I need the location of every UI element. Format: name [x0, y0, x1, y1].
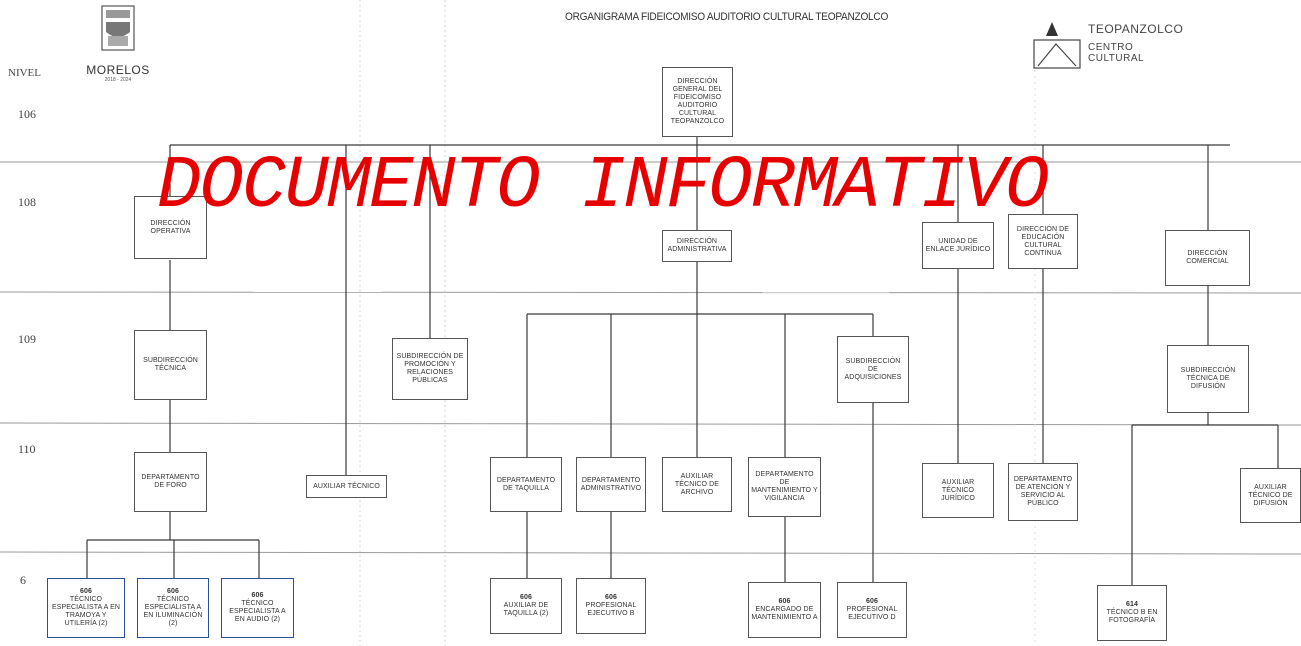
watermark-text: DOCUMENTO INFORMATIVO	[157, 145, 1050, 229]
node-subdireccion-adquisiciones: SUBDIRECCIÓN DE ADQUISICIONES	[837, 336, 909, 403]
node-direccion-operativa: DIRECCIÓN OPERATIVA	[134, 196, 207, 259]
morelos-logo: MORELOS 2018 - 2024	[84, 4, 152, 83]
nivel-header: NIVEL	[8, 67, 41, 79]
node-subdireccion-tecnica: SUBDIRECCIÓN TÉCNICA	[134, 330, 207, 400]
teopanzolco-pyramid-icon	[1033, 22, 1081, 69]
teopanzolco-subtitle: CENTRO CULTURAL	[1088, 42, 1145, 64]
morelos-years: 2018 - 2024	[104, 77, 132, 83]
node-auxiliar-tecnico: AUXILIAR TÉCNICO	[306, 475, 387, 498]
node-departamento-taquilla: DEPARTAMENTO DE TAQUILLA	[490, 457, 562, 512]
node-unidad-enlace-juridico: UNIDAD DE ENLACE JURÍDICO	[922, 222, 994, 269]
node-subdireccion-promocion: SUBDIRECCIÓN DE PROMOCIÓN Y RELACIONES P…	[392, 338, 468, 400]
morelos-name: MORELOS	[86, 63, 150, 77]
node-auxiliar-tecnico-juridico: AUXILIAR TÉCNICO JURÍDICO	[922, 463, 994, 518]
level-label: 109	[18, 332, 36, 346]
node-auxiliar-tecnico-archivo: AUXILIAR TÉCNICO DE ARCHIVO	[662, 457, 732, 512]
node-direccion-general: DIRECCIÓN GENERAL DEL FIDEICOMISO AUDITO…	[662, 67, 733, 137]
teopanzolco-name: TEOPANZOLCO	[1088, 22, 1184, 36]
node-departamento-foro: DEPARTAMENTO DE FORO	[134, 452, 207, 512]
morelos-seal-icon	[101, 5, 135, 51]
level-label: 110	[18, 442, 36, 456]
node-departamento-atencion: DEPARTAMENTO DE ATENCIÓN Y SERVICIO AL P…	[1008, 463, 1078, 521]
node-direccion-administrativa: DIRECCIÓN ADMINISTRATIVA	[662, 230, 732, 262]
level-label: 6	[20, 573, 26, 587]
page-title: ORGANIGRAMA FIDEICOMISO AUDITORIO CULTUR…	[565, 11, 889, 23]
node-subdireccion-difusion: SUBDIRECCIÓN TÉCNICA DE DIFUSIÓN	[1167, 345, 1249, 413]
node-direccion-educacion: DIRECCIÓN DE EDUCACIÓN CULTURAL CONTINUA	[1008, 214, 1078, 269]
node-auxiliar-tecnico-difusion: AUXILIAR TÉCNICO DE DIFUSIÓN	[1240, 468, 1301, 523]
level-label: 108	[18, 195, 36, 209]
level-label: 106	[18, 107, 36, 121]
node-departamento-administrativo: DEPARTAMENTO ADMINISTRATIVO	[576, 457, 646, 512]
node-direccion-comercial: DIRECCIÓN COMERCIAL	[1165, 230, 1250, 286]
node-departamento-mantenimiento: DEPARTAMENTO DE MANTENIMIENTO Y VIGILANC…	[748, 457, 821, 517]
